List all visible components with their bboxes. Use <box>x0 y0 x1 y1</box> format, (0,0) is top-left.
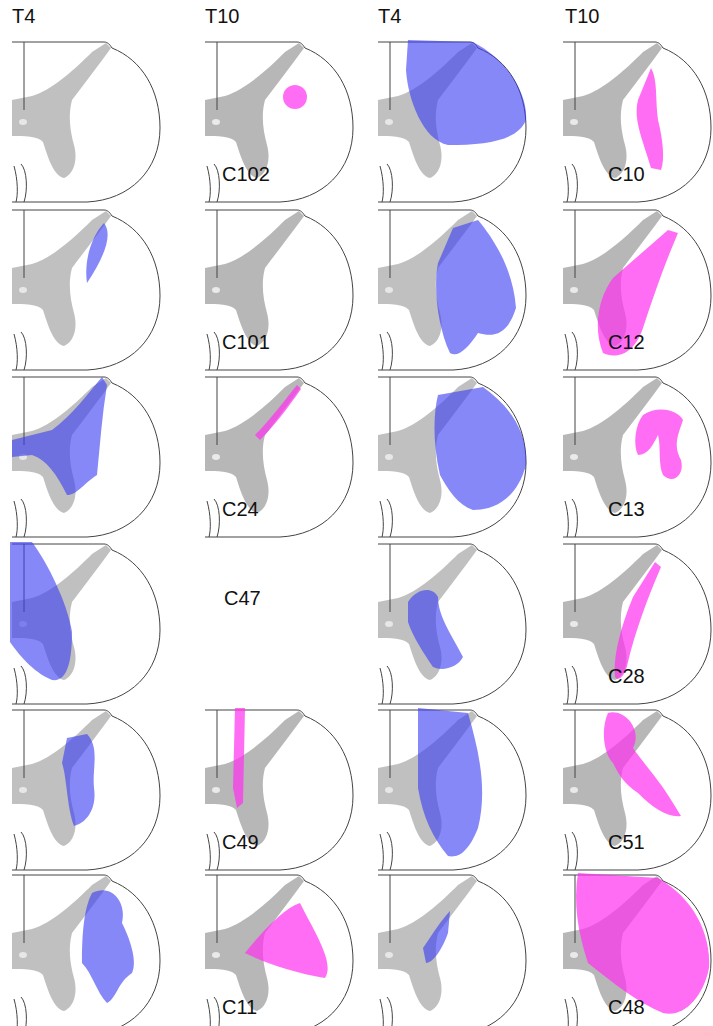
case-number: C47 <box>224 588 261 608</box>
lesion-area <box>635 410 683 479</box>
lesion-area <box>423 911 450 963</box>
case-number: C11 <box>222 997 257 1017</box>
lesion-area <box>255 385 301 440</box>
cord-section <box>563 42 711 202</box>
case-number: C24 <box>222 499 259 519</box>
lesion-area <box>62 734 95 826</box>
cord-section <box>563 710 711 870</box>
cord-section <box>378 875 526 1026</box>
cord-section <box>12 377 160 537</box>
level-header: T10 <box>565 6 599 26</box>
cord-section <box>12 42 160 202</box>
case-number: C102 <box>222 164 270 184</box>
cord-section <box>563 544 711 704</box>
lesion-area <box>233 708 245 808</box>
cord-section <box>563 377 711 537</box>
level-header: T10 <box>205 6 239 26</box>
cord-section <box>378 377 526 537</box>
cord-section <box>378 544 526 704</box>
cord-section <box>205 42 353 202</box>
lesion-area <box>86 223 107 283</box>
lesion-area <box>283 85 307 109</box>
lesion-area <box>406 40 526 145</box>
case-number: C48 <box>608 997 645 1017</box>
lesion-area <box>434 387 526 510</box>
cord-section <box>205 875 353 1026</box>
cord-section <box>12 210 160 370</box>
case-number: C101 <box>222 332 270 352</box>
cord-section <box>205 377 353 537</box>
lesion-area <box>408 590 463 669</box>
cord-section <box>205 710 353 870</box>
case-number: C51 <box>608 832 645 852</box>
lesion-area <box>418 708 482 856</box>
lesion-area <box>245 903 328 978</box>
lesion-area <box>12 377 107 495</box>
lesion-area <box>598 230 678 355</box>
cord-section <box>12 710 160 870</box>
lesion-area <box>576 873 709 1014</box>
case-number: C12 <box>608 332 645 352</box>
level-header: T4 <box>12 6 35 26</box>
cord-section <box>12 875 160 1026</box>
level-header: T4 <box>378 6 401 26</box>
case-number: C28 <box>608 666 645 686</box>
cord-section <box>205 210 353 370</box>
lesion-area <box>82 890 134 1003</box>
lesion-area <box>637 68 663 170</box>
lesion-area <box>436 220 516 354</box>
case-number: C10 <box>608 164 645 184</box>
cord-section <box>378 210 526 370</box>
lesion-area <box>604 712 681 816</box>
case-number: C13 <box>608 499 645 519</box>
lesion-area <box>10 542 72 680</box>
cord-section <box>563 210 711 370</box>
case-number: C49 <box>222 832 259 852</box>
lesion-area <box>615 562 661 679</box>
